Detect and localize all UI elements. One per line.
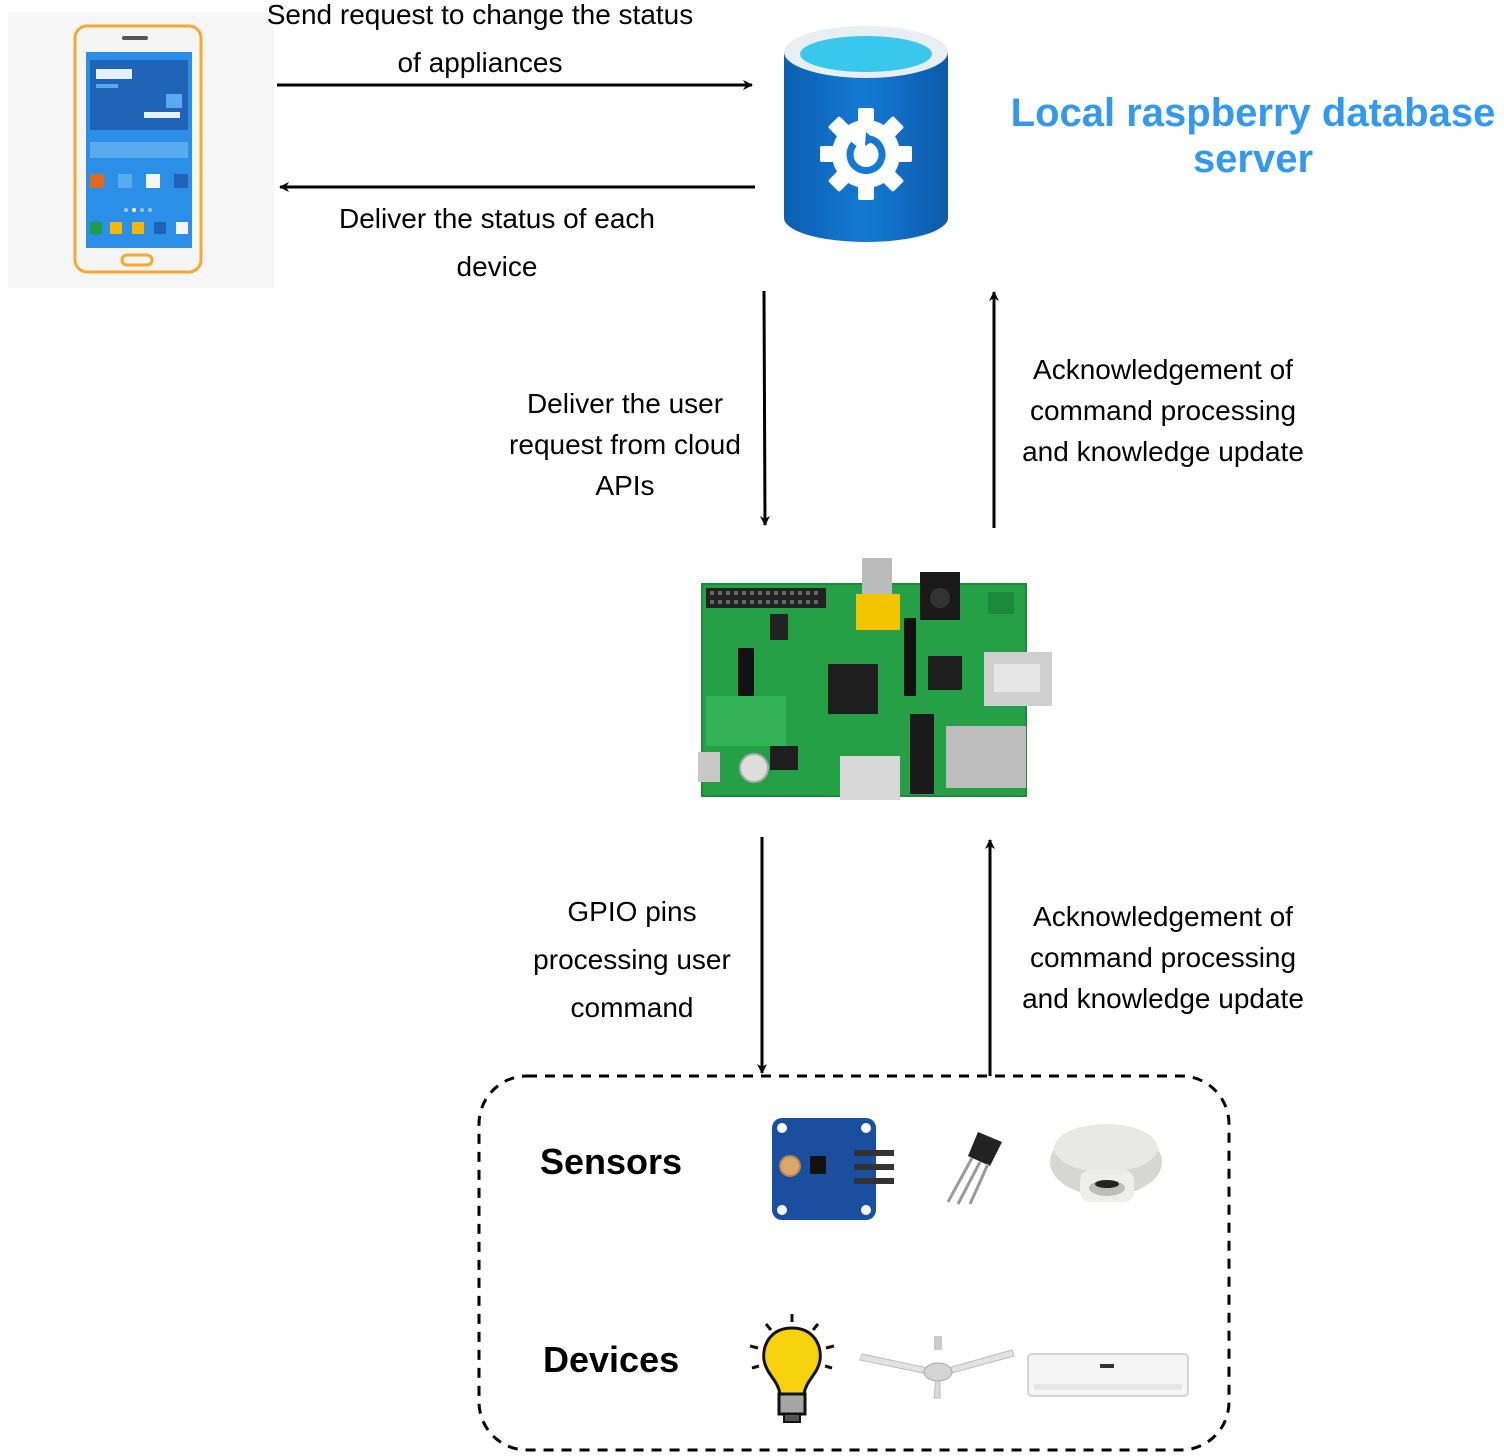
edge-label-devices-to-pi: Acknowledgement of command processing an…	[1003, 896, 1323, 1019]
edge-label-devices-to-pi-line1: Acknowledgement of	[1033, 901, 1293, 932]
light-sensor-module-icon	[772, 1118, 894, 1220]
edge-label-phone-to-db-line1: Send request to change the status	[266, 0, 694, 30]
ceiling-fan-icon	[859, 1336, 1015, 1399]
edge-label-phone-to-db-line2: of appliances	[397, 47, 563, 78]
smartphone-icon	[8, 12, 274, 288]
edge-label-pi-to-db-line2: command processing	[1029, 395, 1297, 426]
edge-label-db-to-phone: Deliver the status of each device	[297, 195, 697, 291]
sensors-devices-group-border	[477, 1074, 1231, 1452]
edge-label-pi-to-devices: GPIO pins processing user command	[502, 888, 762, 1032]
air-conditioner-icon	[1027, 1353, 1189, 1397]
edge-label-devices-to-pi-line3: and knowledge update	[1022, 983, 1304, 1014]
edge-label-db-to-pi-line3: APIs	[595, 470, 655, 501]
devices-label: Devices	[543, 1339, 680, 1380]
edge-label-db-to-pi-line2: request from cloud	[509, 429, 741, 460]
arrow-db-to-pi	[759, 290, 770, 526]
edge-label-pi-to-db-line3: and knowledge update	[1022, 436, 1304, 467]
light-bulb-icon	[749, 1314, 835, 1423]
edge-label-phone-to-db: Send request to change the status of app…	[230, 0, 730, 87]
database-title-line1: Local raspberry database	[1010, 91, 1496, 135]
edge-label-pi-to-db-line1: Acknowledgement of	[1033, 354, 1293, 385]
edge-label-devices-to-pi-line2: command processing	[1029, 942, 1297, 973]
edge-label-db-to-pi: Deliver the user request from cloud APIs	[475, 383, 775, 506]
edge-label-pi-to-db: Acknowledgement of command processing an…	[1003, 349, 1323, 472]
edge-label-db-to-phone-line2: device	[456, 251, 538, 282]
temperature-sensor-icon	[946, 1132, 1002, 1205]
edge-label-db-to-pi-line1: Deliver the user	[526, 388, 724, 419]
raspberry-pi-board-icon	[698, 558, 1052, 800]
sensors-label: Sensors	[540, 1141, 683, 1182]
edge-label-pi-to-devices-line2: processing user	[533, 944, 731, 975]
database-title-line2: server	[1192, 137, 1314, 181]
database-title: Local raspberry database server	[1000, 90, 1504, 182]
smoke-detector-icon	[1050, 1124, 1162, 1202]
database-icon	[784, 26, 948, 242]
edge-label-db-to-phone-line1: Deliver the status of each	[339, 203, 655, 234]
edge-label-pi-to-devices-line1: GPIO pins	[567, 896, 697, 927]
edge-label-pi-to-devices-line3: command	[570, 992, 694, 1023]
